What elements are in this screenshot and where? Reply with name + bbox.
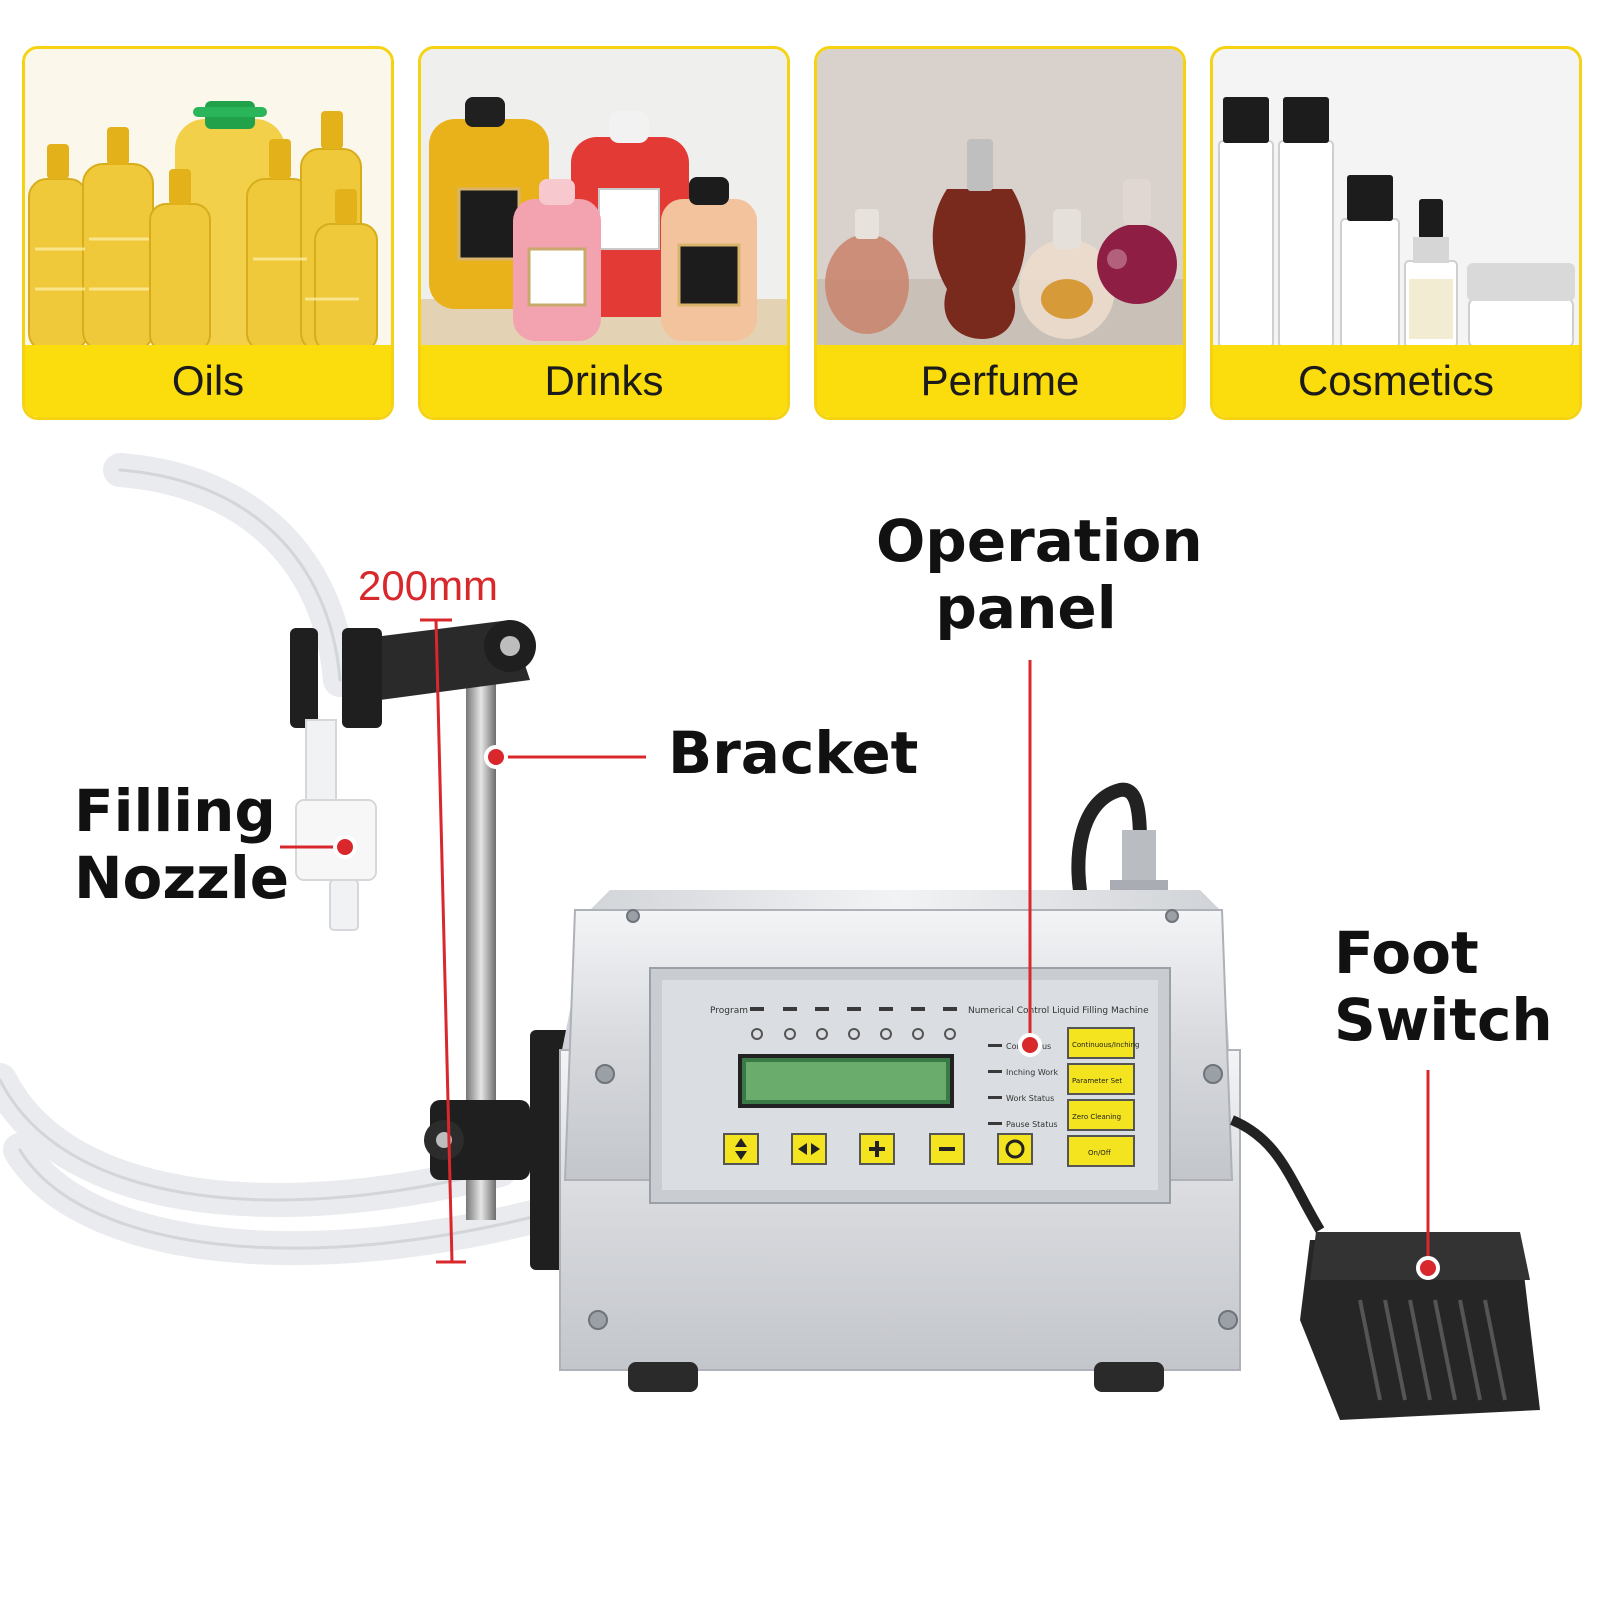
- foot-switch: [1300, 1232, 1540, 1420]
- button-zero-cleaning[interactable]: [1067, 1099, 1135, 1131]
- operation-panel-line1: Operation: [876, 507, 1203, 575]
- category-card-perfume: Perfume: [814, 46, 1186, 420]
- status-pause: Pause Status: [1006, 1120, 1058, 1129]
- button-continuous-label: Continuous/Inching: [1072, 1041, 1140, 1049]
- drink-bottles-photo: [421, 49, 787, 351]
- panel-title: Numerical Control Liquid Filling Machine: [968, 1006, 1149, 1016]
- operation-panel: Program Numerical Control Liquid Filling…: [649, 967, 1171, 1204]
- panel-side-buttons: [1067, 1027, 1135, 1167]
- cosmetic-bottles-photo: [1213, 49, 1579, 351]
- operation-panel-line2: panel: [935, 573, 1117, 642]
- button-onoff-label: On/Off: [1088, 1149, 1111, 1157]
- button-parameter-set[interactable]: [1067, 1063, 1135, 1095]
- filling-nozzle: [295, 719, 377, 931]
- operation-panel-dot: [1018, 1033, 1042, 1057]
- foot-switch-callout: Foot Switch: [1334, 920, 1553, 1053]
- foot-switch-line1: Foot: [1334, 919, 1479, 987]
- key-left-right[interactable]: [791, 1133, 827, 1165]
- category-cards: Oils Drinks: [22, 46, 1582, 422]
- status-inching: Inching Work: [1006, 1068, 1058, 1077]
- perfume-bottles-photo: [817, 49, 1183, 351]
- key-circle[interactable]: [997, 1133, 1033, 1165]
- category-label-perfume: Perfume: [817, 345, 1183, 417]
- category-card-cosmetics: Cosmetics: [1210, 46, 1582, 420]
- operation-panel-callout: Operation panel: [876, 507, 1203, 642]
- status-work: Work Status: [1006, 1094, 1054, 1103]
- category-card-oils: Oils: [22, 46, 394, 420]
- filling-nozzle-line2: Nozzle: [74, 843, 290, 912]
- category-label-drinks: Drinks: [421, 345, 787, 417]
- button-parameter-label: Parameter Set: [1072, 1077, 1122, 1085]
- oil-bottles-photo: [25, 49, 391, 351]
- foot-switch-dot: [1416, 1256, 1440, 1280]
- filling-nozzle-dot: [333, 835, 357, 859]
- filling-nozzle-line1: Filling: [74, 777, 276, 845]
- category-label-oils: Oils: [25, 345, 391, 417]
- height-dimension-line: [420, 618, 466, 1264]
- button-zero-label: Zero Cleaning: [1072, 1113, 1121, 1121]
- category-label-cosmetics: Cosmetics: [1213, 345, 1579, 417]
- bracket-dot: [484, 745, 508, 769]
- foot-switch-line2: Switch: [1334, 985, 1553, 1054]
- filling-machine-illustration: Program Numerical Control Liquid Filling…: [0, 453, 1540, 1420]
- height-dimension-label: 200mm: [358, 562, 499, 609]
- filling-nozzle-callout: Filling Nozzle: [74, 778, 289, 911]
- button-continuous-inching[interactable]: [1067, 1027, 1135, 1059]
- button-on-off[interactable]: [1067, 1135, 1135, 1167]
- panel-program-label: Program: [710, 1006, 748, 1016]
- bracket-callout: Bracket: [668, 719, 919, 787]
- category-card-drinks: Drinks: [418, 46, 790, 420]
